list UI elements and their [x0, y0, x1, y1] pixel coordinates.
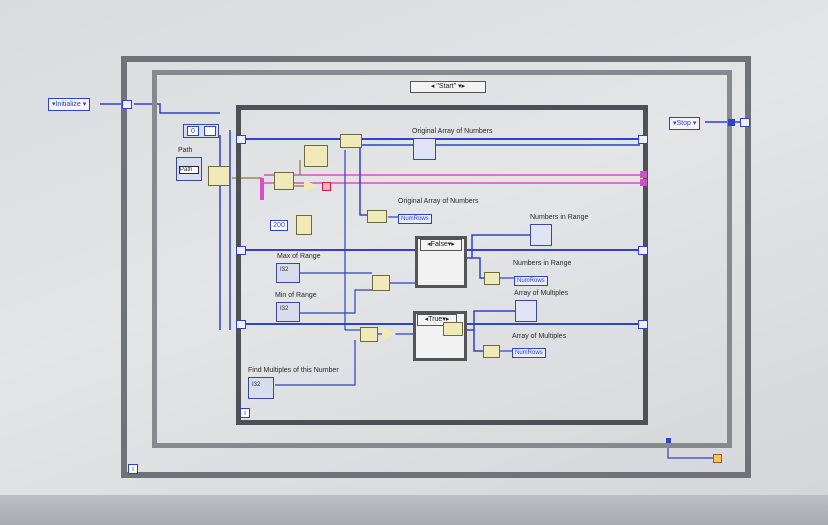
quotient-remainder-node[interactable] [360, 327, 378, 342]
true-case-label: True [428, 316, 443, 323]
numrows-property-1[interactable]: NumRows [398, 214, 432, 224]
min-range-label: Min of Range [275, 292, 317, 299]
array-size-node-1[interactable] [367, 210, 387, 223]
find-multiples-label: Find Multiples of this Number [248, 367, 339, 374]
path-icon-text: Path [179, 166, 199, 174]
numbers-in-range-indicator[interactable] [530, 224, 552, 246]
stop-terminal-icon[interactable] [322, 182, 331, 191]
path-label: Path [178, 147, 193, 154]
spreadsheet-node[interactable] [274, 172, 294, 190]
inner-true-node[interactable] [443, 322, 463, 336]
inner-shift-register-right-3[interactable] [638, 320, 648, 329]
error-cluster-wire [260, 178, 264, 200]
wait-ms-node[interactable] [296, 215, 312, 235]
max-range-control[interactable]: I32 [276, 263, 300, 283]
read-text-node[interactable] [304, 145, 328, 167]
max-range-label: Max of Range [277, 253, 321, 260]
original-array-prop-label: Original Array of Numbers [398, 198, 479, 205]
min-range-control[interactable]: I32 [276, 302, 300, 322]
monitor-bezel [0, 495, 828, 525]
false-case-selector[interactable]: ◂False▾▸ [420, 239, 462, 251]
numrows-property-3[interactable]: NumRows [512, 348, 546, 358]
find-multiples-type: I32 [252, 382, 261, 388]
min-range-type: I32 [280, 306, 289, 312]
path-control[interactable]: Path [176, 157, 202, 181]
inner-shift-register-3[interactable] [236, 320, 246, 329]
empty-array-constant[interactable]: 0 [183, 124, 219, 138]
false-case-label: False [430, 241, 448, 248]
inner-shift-register-1[interactable] [236, 135, 246, 144]
stop-enum-constant[interactable]: ▾Stop ▾ [669, 117, 701, 130]
array-size-node-3[interactable] [483, 345, 500, 358]
array-multiples-prop-label: Array of Multiples [512, 333, 567, 340]
array-const-element [204, 126, 216, 136]
inner-while-loop[interactable] [236, 105, 648, 425]
equal-zero-node[interactable] [382, 327, 396, 341]
open-file-node[interactable] [208, 166, 230, 186]
stop-wire-tunnel [666, 438, 671, 443]
error-tunnel-1 [640, 171, 647, 178]
start-case-label: "Start" [436, 83, 457, 90]
numbers-in-range-prop-label: Numbers in Range [513, 260, 572, 267]
outer-shift-register-left[interactable] [122, 100, 132, 109]
numbers-in-range-label: Numbers in Range [530, 214, 589, 221]
inner-iteration-terminal: i [240, 408, 250, 418]
inner-shift-register-2[interactable] [236, 246, 246, 255]
array-size-node-2[interactable] [484, 272, 500, 285]
build-array-node[interactable] [340, 134, 362, 148]
compare-node[interactable] [304, 180, 318, 192]
original-array-label: Original Array of Numbers [412, 128, 493, 135]
outer-iteration-terminal: i [128, 464, 138, 474]
array-multiples-label: Array of Multiples [514, 290, 569, 297]
outer-while-loop[interactable] [121, 56, 751, 478]
initialize-enum-constant[interactable]: ▾Initialize ▾ [48, 98, 91, 111]
stop-label: Stop [676, 120, 691, 127]
find-multiples-control[interactable]: I32 [248, 377, 274, 399]
outer-shift-register-right[interactable] [740, 118, 750, 127]
stop-tunnel [728, 119, 735, 126]
inner-shift-register-right-1[interactable] [638, 135, 648, 144]
outer-stop-terminal[interactable] [713, 454, 722, 463]
array-const-zero: 0 [187, 126, 199, 136]
in-range-node[interactable] [372, 275, 390, 291]
max-range-type: I32 [280, 267, 289, 273]
numrows-property-2[interactable]: NumRows [514, 276, 548, 286]
error-tunnel-2 [640, 179, 647, 186]
case-selector-start[interactable]: ◂ "Start" ▾▸ [410, 81, 486, 93]
initialize-label: Initialize [55, 101, 81, 108]
inner-shift-register-right-2[interactable] [638, 246, 648, 255]
original-array-indicator[interactable] [413, 138, 436, 160]
state-case-structure[interactable] [152, 70, 732, 448]
wait-constant[interactable]: 200 [270, 220, 288, 231]
array-multiples-indicator[interactable] [515, 300, 537, 322]
